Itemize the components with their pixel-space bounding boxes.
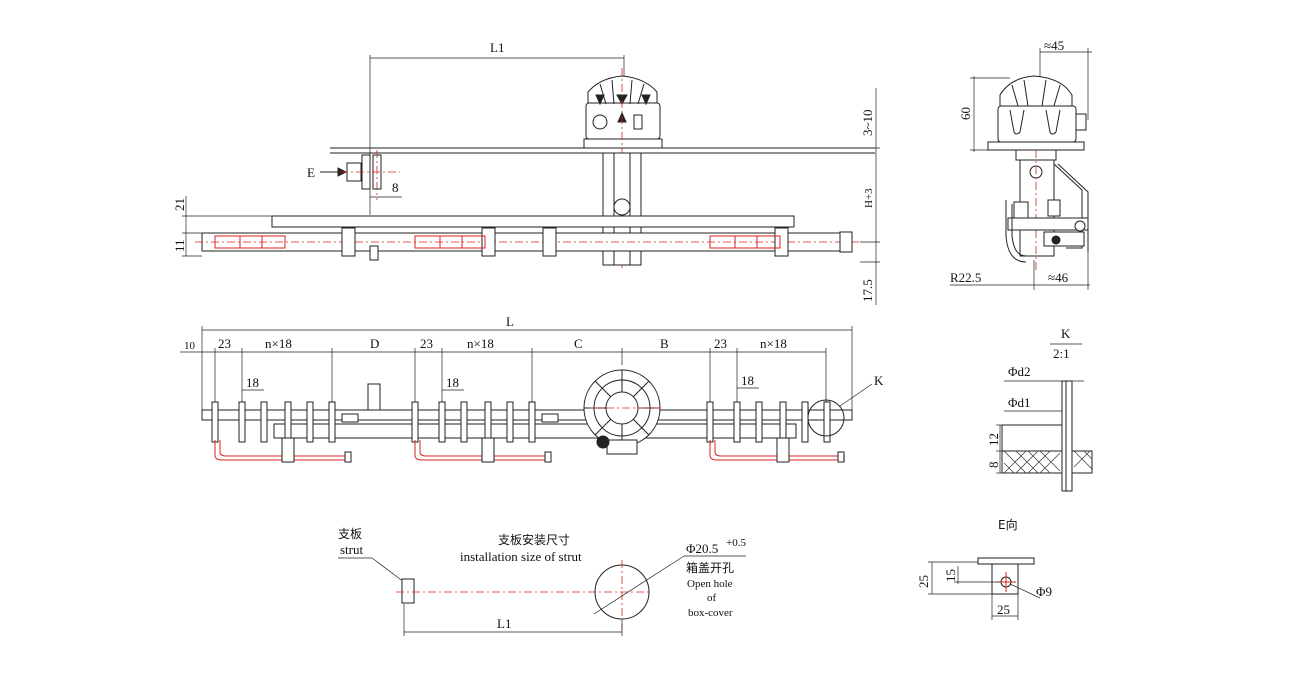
dim-17-5: 17.5 [860,279,875,302]
k-callout: K [874,373,884,388]
dim-nx18c: n×18 [760,336,787,351]
dim-11: 11 [172,239,187,252]
e-arrow-label: E [307,165,315,180]
strut-en: strut [340,542,364,557]
dim-23a: 23 [218,336,231,351]
strut-installation: 支板 strut 支板安装尺寸 installation size of str… [338,527,746,636]
side-45: ≈45 [1044,38,1064,53]
dim-18c: 18 [741,373,754,388]
dim-18b: 18 [446,375,459,390]
detail-k: K 2:1 Φd2 Φd1 12 8 [986,326,1093,492]
dim-23b: 23 [420,336,433,351]
dim-3-10: 3~10 [860,109,875,136]
e-15: 15 [943,569,958,582]
phi-d2: Φd2 [1008,364,1031,379]
dim-nx18a: n×18 [265,336,292,351]
dim-10: 10 [184,340,196,352]
hole-en1: Open hole [687,578,733,590]
dim-l: L [506,314,514,329]
dim-c: C [574,336,583,351]
hole-en3: box-cover [688,607,733,619]
dim-21: 21 [172,198,187,211]
breather-cap [587,75,658,104]
dim-l1-top: L1 [490,40,504,55]
e-phi9: Φ9 [1036,584,1052,599]
side-view: ≈45 60 R22.5 ≈46 [950,38,1092,290]
hole-tol: +0.5 [726,537,746,549]
e-view: E向 Φ9 25 15 25 [916,517,1052,620]
side-r225: R22.5 [950,270,981,285]
side-60: 60 [958,107,973,120]
dim-8: 8 [392,180,399,195]
install-en: installation size of strut [460,549,582,564]
dim-23c: 23 [714,336,727,351]
install-cn: 支板安装尺寸 [498,532,570,547]
top-view: L 10 23 n×18 D 23 n×18 C B 23 n×18 18 18… [180,314,884,463]
dim-l1-bottom: L1 [497,616,511,631]
hole-dia: Φ20.5 [686,541,718,556]
detail-k-label: K [1061,326,1071,341]
side-46: ≈46 [1048,270,1069,285]
dim-nx18b: n×18 [467,336,494,351]
detail-12: 12 [986,433,1001,446]
hole-en2: of [707,592,717,604]
e-25-v: 25 [916,575,931,588]
strut-cn: 支板 [338,527,362,541]
e-25-h: 25 [997,602,1010,617]
dim-h3: H+3 [863,188,875,208]
dim-b: B [660,336,669,351]
detail-8: 8 [986,462,1001,469]
front-view: L1 E 8 [172,40,880,305]
detail-scale: 2:1 [1053,346,1070,361]
hole-cn: 箱盖开孔 [686,560,734,575]
e-view-label: E向 [998,517,1018,532]
dim-18a: 18 [246,375,259,390]
phi-d1: Φd1 [1008,395,1031,410]
dim-d: D [370,336,379,351]
